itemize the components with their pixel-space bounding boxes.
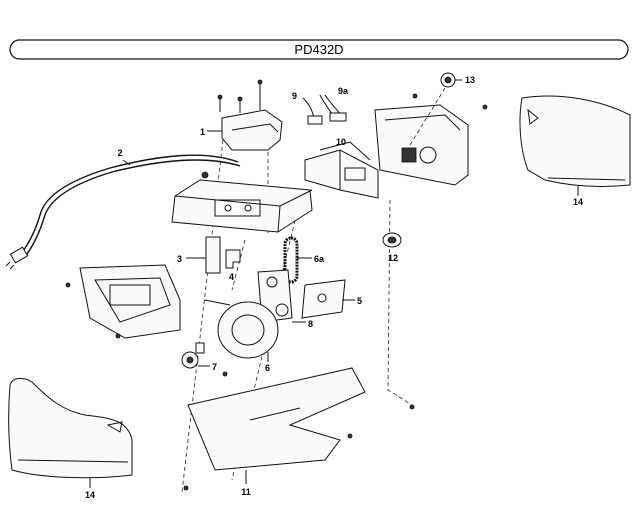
callout-11: 11 <box>241 487 251 497</box>
part-4-clip <box>225 249 241 269</box>
part-2-power-cord <box>5 154 241 270</box>
part-7-clutch <box>181 342 228 377</box>
callout-7: 7 <box>212 362 217 372</box>
part-3-bracket <box>186 236 221 274</box>
part-13-knob <box>409 72 462 146</box>
callout-4: 4 <box>229 272 234 282</box>
callout-10: 10 <box>336 137 346 147</box>
chassis-housing-right <box>374 93 488 186</box>
callout-2: 2 <box>117 148 122 158</box>
callout-8: 8 <box>308 319 313 329</box>
callout-3: 3 <box>177 254 182 264</box>
model-title: PD432D <box>294 42 343 57</box>
callout-14-left: 14 <box>85 490 95 500</box>
part-6a-belt <box>283 236 312 284</box>
part-10-circuit-board <box>304 141 379 199</box>
callout-9a: 9a <box>338 86 349 96</box>
callout-9: 9 <box>292 91 297 101</box>
callout-5: 5 <box>357 296 362 306</box>
callout-13: 13 <box>465 75 475 85</box>
rail-mounting-plate <box>171 171 313 233</box>
callouts: 1 2 3 4 5 6 6a 7 8 9 9a 10 11 12 13 14 1… <box>85 75 583 500</box>
part-11-tray <box>183 367 415 491</box>
part-12-socket <box>382 232 402 248</box>
part-14-cover-right <box>519 95 631 196</box>
part-6-motor <box>204 299 279 362</box>
title-banner: PD432D <box>9 39 629 60</box>
callout-6a: 6a <box>314 254 325 264</box>
left-end-panel <box>65 264 181 339</box>
callout-1: 1 <box>200 127 205 137</box>
part-9-wire-harness <box>302 94 347 125</box>
callout-14-right: 14 <box>573 197 583 207</box>
part-1-cover <box>207 79 283 151</box>
part-5-bracket <box>301 279 355 319</box>
callout-6: 6 <box>265 363 270 373</box>
callout-12: 12 <box>388 253 398 263</box>
part-14-cover-left <box>8 377 133 488</box>
